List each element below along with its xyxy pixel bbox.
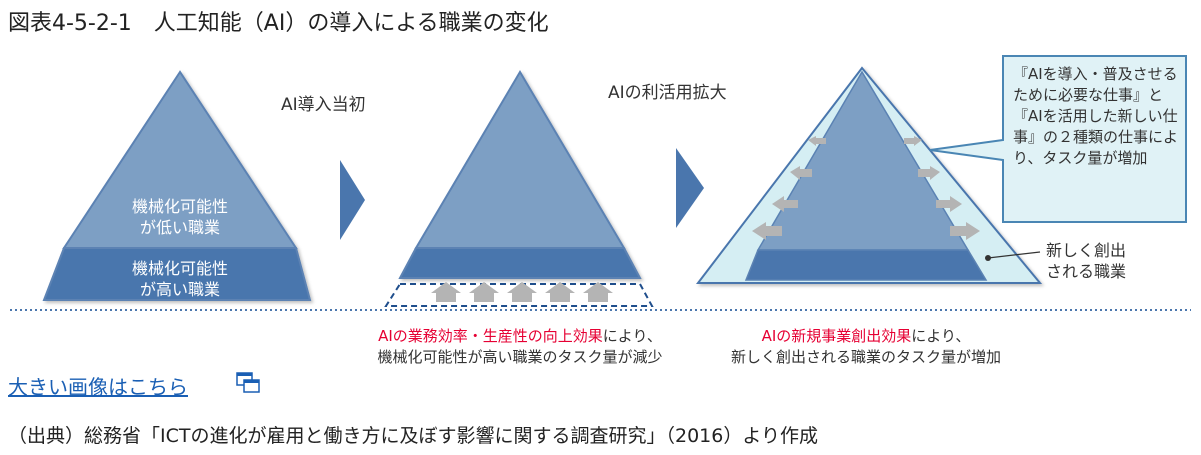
caption-efficiency: AIの業務効率・生産性の向上効果により、 機械化可能性が高い職業のタスク量が減少 — [377, 327, 663, 366]
side-arrows-left — [752, 136, 826, 240]
caption-new-business-highlight: AIの新規事業創出効果 — [761, 327, 912, 345]
pyramid-expansion-upper — [414, 70, 626, 249]
pyramid-initial — [42, 70, 312, 301]
side-arrow-icon — [936, 196, 962, 212]
side-arrow-icon — [808, 136, 826, 146]
pyramid-initial-lower — [42, 247, 312, 301]
side-arrows-right — [904, 136, 980, 240]
upper-job-label: 機械化可能性 が低い職業 — [131, 197, 228, 237]
caption-efficiency-highlight: AIの業務効率・生産性の向上効果 — [378, 327, 603, 345]
pyramid-expansion — [398, 70, 642, 279]
pyramid-expansion-lower — [398, 247, 642, 279]
up-arrow-icon — [507, 282, 537, 302]
side-arrow-icon — [904, 136, 922, 146]
figure-title: 図表4-5-2-1 人工知能（AI）の導入による職業の変化 — [8, 11, 549, 36]
new-jobs-pointer — [987, 251, 1041, 259]
side-arrow-icon — [790, 166, 812, 180]
stage-label-expansion: AIの利活用拡大 — [608, 83, 727, 103]
side-arrow-icon — [918, 166, 940, 180]
side-arrow-icon — [752, 222, 782, 240]
side-arrow-icon — [772, 196, 798, 212]
up-arrow-icon — [583, 282, 613, 302]
up-arrow-icon — [545, 282, 575, 302]
new-jobs-label: 新しく創出 される職業 — [1046, 241, 1127, 281]
callout-text: 『AIを導入・普及させるために必要な仕事』と『AIを活用した新しい仕事』の２種類… — [1013, 65, 1179, 167]
stage-arrow-icon — [340, 160, 365, 240]
larger-image-link[interactable]: 大きい画像はこちら — [8, 375, 188, 399]
up-arrow-icon — [431, 282, 461, 302]
stage-arrow-icon — [676, 148, 704, 228]
side-arrow-icon — [950, 222, 980, 240]
pyramid-new-jobs-lower — [744, 249, 988, 281]
source-note: （出典）総務省「ICTの進化が雇用と働き方に及ぼす影響に関する調査研究」（201… — [8, 425, 818, 447]
callout-bubble — [929, 55, 1187, 223]
caption-new-business: AIの新規事業創出効果により、 新しく創出される職業のタスク量が増加 — [730, 327, 1001, 366]
stage-label-initial: AI導入当初 — [281, 95, 366, 115]
up-arrow-icon — [469, 282, 499, 302]
lower-job-label: 機械化可能性 が高い職業 — [131, 259, 228, 299]
new-jobs-pointer-dot — [985, 255, 991, 261]
new-window-icon[interactable] — [236, 372, 260, 394]
up-arrows — [431, 282, 613, 302]
